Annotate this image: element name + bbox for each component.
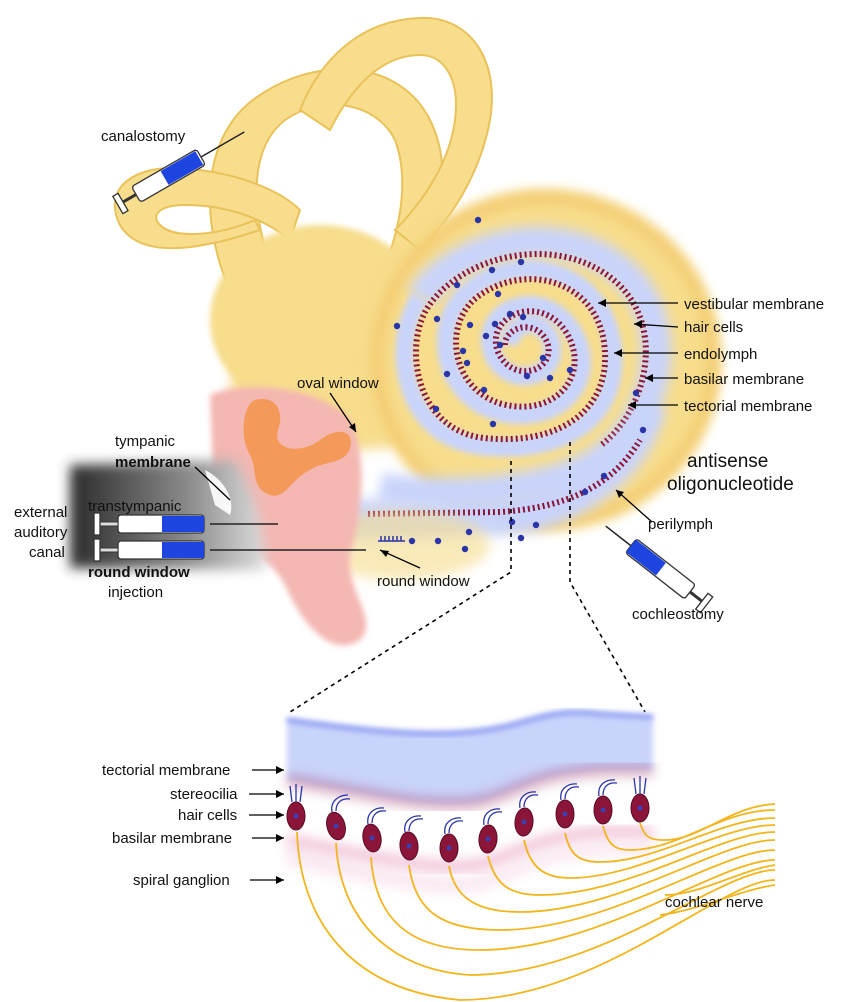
label-antisense: antisense [687, 451, 768, 472]
label-hair-cells: hair cells [684, 319, 743, 336]
label-round-window-injection-bold: round window [88, 564, 190, 581]
detail-label-stereocilia: stereocilia [170, 786, 238, 803]
label-oligonucleotide: oligonucleotide [667, 474, 794, 495]
label-transtympanic: transtympanic [88, 498, 182, 515]
label-oval-window: oval window [297, 375, 379, 392]
label-external: external [14, 504, 67, 521]
detail-label-basilar-membrane: basilar membrane [112, 830, 232, 847]
label-cochleostomy: cochleostomy [632, 606, 724, 623]
label-canalostomy: canalostomy [101, 128, 186, 145]
label-perilymph: perilymph [648, 516, 713, 533]
detail-label-cochlear-nerve: cochlear nerve [665, 894, 763, 911]
detail-label-spiral-ganglion: spiral ganglion [133, 872, 230, 889]
detail-label-hair-cells: hair cells [178, 807, 237, 824]
detail-panel [249, 711, 775, 1000]
label-membrane-bold: membrane [115, 454, 191, 471]
label-endolymph: endolymph [684, 346, 757, 363]
label-round-window: round window [377, 573, 470, 590]
label-canal: canal [29, 544, 65, 561]
label-tectorial-membrane: tectorial membrane [684, 398, 812, 415]
label-tympanic: tympanic [115, 433, 176, 450]
label-auditory: auditory [14, 524, 68, 541]
detail-label-tectorial-membrane: tectorial membrane [102, 762, 230, 779]
label-injection: injection [108, 584, 163, 601]
label-vestibular-membrane: vestibular membrane [684, 296, 824, 313]
label-basilar-membrane: basilar membrane [684, 371, 804, 388]
